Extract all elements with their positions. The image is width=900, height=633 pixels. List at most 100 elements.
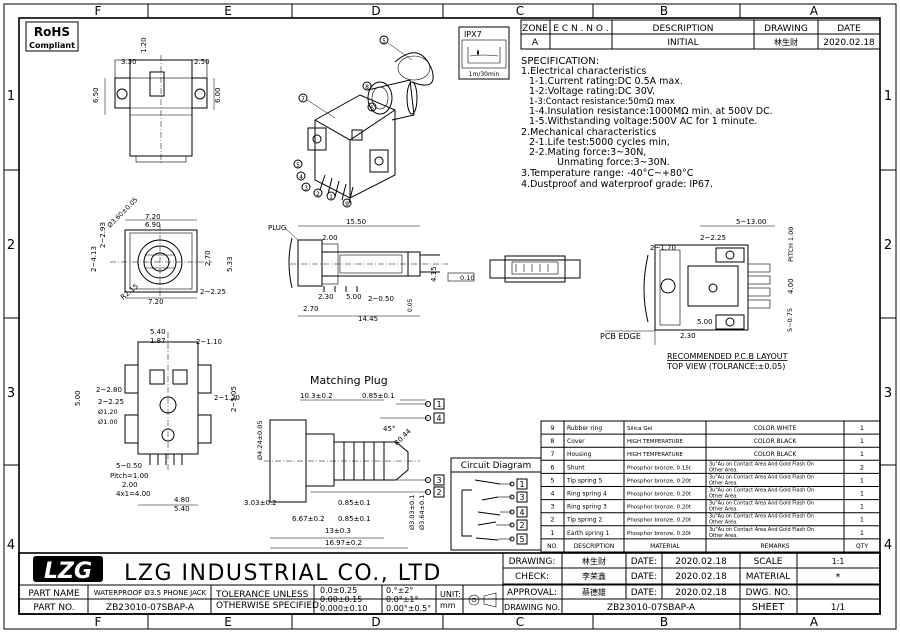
revision-table: ZONE E C N . N O . DESCRIPTION DRAWING D…: [520, 19, 881, 50]
dim-label: 2.70: [204, 250, 212, 266]
bom-qty: 1: [860, 424, 864, 432]
bom-qty: 1: [860, 516, 864, 524]
spec-line: 1-4.Insulation resistance:1000MΩ min. at…: [529, 106, 773, 117]
zone-number: 2: [884, 238, 892, 253]
pin-label: 2: [519, 521, 524, 530]
pin-label: 5: [519, 535, 524, 544]
bom-remarks: Other Area.: [709, 507, 738, 513]
approval-label: APPROVAL:: [507, 588, 557, 598]
title-block: LZG LZG INDUSTRIAL CO., LTD PART NAME WA…: [18, 552, 881, 615]
zone-letter: B: [660, 615, 668, 629]
bom-no: 2: [550, 516, 554, 524]
ipx-label: IPX7: [464, 30, 482, 39]
bom-material: Silica Gel: [627, 426, 653, 432]
dim-label: 0.85±0.1: [338, 499, 371, 507]
dim-label: Ø3.60±0.05: [106, 196, 140, 230]
bom-material: HIGH TEMPERATURE: [627, 439, 683, 445]
dim-label: 4.80: [174, 496, 190, 504]
unit-value: mm: [440, 601, 456, 610]
bom-qty: 1: [860, 476, 864, 484]
dim-label: 4.00: [787, 278, 795, 294]
isometric-view: 5 7 8 6 5 4 3 2 1 9: [293, 35, 434, 208]
dim-label: 10.3±0.2: [300, 392, 333, 400]
zone-number: 1: [7, 89, 15, 104]
rohs-badge: RoHS Compliant: [25, 21, 79, 52]
water-drop-icon: [477, 49, 479, 55]
svg-text:3: 3: [304, 185, 308, 192]
bom-description: Tip spring 5: [566, 477, 602, 484]
bom-description: Rubber ring: [567, 425, 602, 432]
dim-label: 1.20: [140, 37, 148, 53]
dim-label: Ø1.00: [98, 418, 118, 426]
zone-letters-bottom: F E D C B A: [95, 614, 819, 629]
tol-angular: 0.0°±1°: [386, 595, 419, 604]
bom-material: Phosphor bronze, 0.20t: [627, 492, 692, 498]
zone-letter: C: [516, 4, 524, 18]
svg-text:7: 7: [301, 96, 305, 103]
matching-plug-title: Matching Plug: [310, 374, 388, 387]
zone-letter: C: [516, 615, 524, 629]
zone-letter: D: [371, 615, 380, 629]
dim-label: Pitch=1.00: [110, 472, 149, 480]
rev-drawing: 林生财: [774, 37, 798, 47]
balloon: 8: [362, 81, 372, 91]
dim-label: 2~2.25: [700, 234, 726, 242]
dim-label: 45°: [383, 425, 395, 433]
bom-no: 4: [550, 490, 554, 498]
dim-label: 15.50: [346, 218, 366, 226]
zone-letter: F: [95, 615, 102, 629]
dim-label: 5~0.75: [786, 308, 794, 332]
rev-header: DESCRIPTION: [653, 24, 714, 34]
date-label: DATE:: [631, 557, 657, 567]
spec-title: SPECIFICATION:: [521, 56, 599, 67]
bom-no: 7: [550, 450, 554, 458]
dim-label: 3.30: [121, 58, 137, 66]
date-label: DATE:: [631, 588, 657, 598]
dim-label: PITCH 1.00: [787, 227, 795, 262]
dim-label: 2~1.70: [650, 244, 676, 252]
bom-remarks: COLOR BLACK: [754, 438, 798, 445]
drawing-label: DRAWING:: [509, 557, 556, 567]
plug-pins: 1 4 3 2: [310, 398, 445, 498]
bom-description: Ring spring 4: [567, 491, 607, 498]
balloon: 7: [298, 93, 336, 119]
bom-header: REMARKS: [760, 543, 789, 550]
bom-description: Ring spring 3: [567, 504, 607, 511]
dim-label: 13±0.3: [325, 527, 351, 535]
unit-label: UNIT:: [440, 590, 461, 599]
circuit-title: Circuit Diagram: [461, 461, 531, 471]
zone-number: 3: [884, 386, 892, 401]
zone-letters-top: F E D C B A: [95, 4, 819, 18]
dim-label: 16.97±0.2: [325, 539, 362, 547]
svg-text:5: 5: [382, 38, 386, 45]
part-no-value: ZB23010-07SBAP-A: [106, 603, 195, 613]
dim-label: 2~2.93: [99, 222, 107, 248]
front-view: 7.20 6.90 2~2.93 Ø3.60±0.05 2~4.13 R2.15…: [90, 196, 234, 306]
bom-qty: 1: [860, 490, 864, 498]
tol-linear: 0.000±0.10: [320, 604, 367, 613]
spec-line: 1.Electrical characteristics: [521, 66, 646, 77]
drawing-by: 林生财: [582, 556, 606, 566]
dim-label: 2.50: [194, 58, 210, 66]
bom-no: 8: [550, 437, 554, 445]
spec-line: 2-1.Life test:5000 cycles min,: [529, 137, 670, 148]
svg-text:1: 1: [329, 194, 333, 201]
material-value: *: [836, 572, 841, 583]
pcb-subtitle: TOP VIEW (TOLRANCE:±0.05): [666, 362, 785, 371]
bom-header: NO.: [547, 543, 558, 550]
outer-frame: [3, 3, 897, 630]
spec-line: 1-5.Withstanding voltage:500V AC for 1 m…: [529, 116, 757, 127]
bom-qty: 1: [860, 437, 864, 445]
zone-letter: A: [810, 4, 819, 18]
spec-line: Unmating force:3~30N.: [557, 157, 670, 168]
top-view: 3.30 1.20 2.50 6.50 6.00: [92, 37, 222, 165]
svg-text:4: 4: [299, 174, 303, 181]
pcb-layout: 5~13.00 2~2.25 2~1.70 PITCH 1.00 4.00 5.…: [600, 218, 795, 371]
dim-label: Ø4.24±0.05: [256, 420, 264, 460]
dim-label: 6.00: [214, 87, 222, 103]
dim-label: 4x1=4.00: [116, 490, 151, 498]
tol-angular: 0.°±2°: [386, 586, 413, 595]
svg-text:5: 5: [296, 162, 300, 169]
spec-line: 4.Dustproof and waterproof grade: IP67.: [521, 179, 713, 190]
